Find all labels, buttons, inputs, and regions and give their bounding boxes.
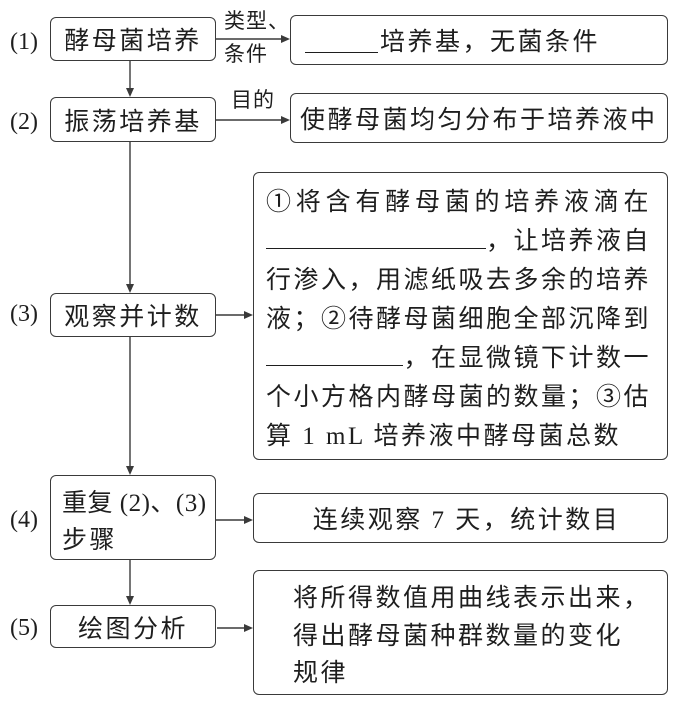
arrowhead-down (126, 596, 134, 605)
step-box-5: 绘图分析 (50, 605, 216, 648)
result-line: ①将含有酵母菌的培养液滴在 (266, 189, 651, 216)
step-label: 振荡培养基 (64, 108, 202, 136)
result-box-2: 使酵母菌均匀分布于培养液中 (290, 93, 668, 143)
arrow-step4-to-step5 (126, 560, 134, 605)
arrowhead-down (126, 284, 134, 293)
step-box-1: 酵母菌培养 (50, 17, 216, 61)
fill-in-blank (266, 223, 486, 249)
step-box-2: 振荡培养基 (50, 97, 216, 142)
arrowhead-right (244, 311, 253, 319)
step-number-4: (4) (10, 507, 38, 533)
arrow-step5-to-result5 (217, 624, 253, 632)
connector-label-type: 类型、 (224, 9, 290, 33)
arrow-step1-to-step2 (126, 61, 134, 97)
arrowhead-right (281, 35, 290, 43)
result-line: 得出酵母菌种群数量的变化 (293, 622, 624, 650)
result-line: ，在显微镜下计数一 (266, 339, 651, 378)
step-label-line: 步骤 (62, 527, 118, 554)
step-number-2: (2) (10, 109, 38, 135)
result-text: 使酵母菌均匀分布于培养液中 (300, 107, 658, 134)
result-line-text: ，让培养液自 (485, 228, 651, 255)
arrowhead-right (244, 516, 253, 524)
arrowhead-right (244, 624, 253, 632)
step-number-5: (5) (10, 615, 38, 641)
fill-in-blank (305, 27, 378, 53)
arrow-step3-to-step4 (126, 337, 134, 475)
result-box-1: 培养基，无菌条件 (290, 15, 668, 65)
arrow-step2-to-result2 (216, 116, 290, 124)
arrowhead-down (126, 88, 134, 97)
result-text: 连续观察 7 天，统计数目 (312, 507, 621, 534)
result-box-4: 连续观察 7 天，统计数目 (253, 493, 668, 543)
result-line: 规律 (293, 660, 349, 687)
arrow-step4-to-result4 (216, 516, 253, 524)
arrowhead-right (281, 116, 290, 124)
connector-label-condition: 条件 (224, 42, 268, 66)
fill-in-blank (266, 340, 404, 366)
result-line: 行渗入，用滤纸吸去多余的培养 (266, 267, 652, 294)
step-number-1: (1) (10, 29, 38, 55)
result-line: 将所得数值用曲线表示出来， (293, 585, 651, 612)
arrowhead-down (126, 466, 134, 475)
step-number-3: (3) (10, 301, 38, 327)
connector-label-purpose: 目的 (231, 88, 275, 112)
result-line: 液；②待酵母菌细胞全部沉降到 (266, 306, 652, 333)
result-box-3: ①将含有酵母菌的培养液滴在 ，让培养液自 行渗入，用滤纸吸去多余的培养 液；②待… (253, 172, 668, 460)
step-label: 酵母菌培养 (64, 28, 202, 55)
step-box-4: 重复 (2)、(3) 步骤 (50, 475, 216, 560)
arrow-step1-to-result1 (216, 35, 290, 43)
step-label: 观察并计数 (64, 304, 202, 331)
step-label: 绘图分析 (77, 615, 188, 643)
result-line-text: ，在显微镜下计数一 (403, 345, 651, 372)
result-line: ，让培养液自 (266, 222, 651, 261)
result-box-5: 将所得数值用曲线表示出来， 得出酵母菌种群数量的变化 规律 (253, 570, 668, 695)
step-box-3: 观察并计数 (50, 293, 216, 337)
arrow-step3-to-result3 (216, 311, 253, 319)
result-text: 培养基，无菌条件 (380, 29, 601, 56)
step-label-line: 重复 (2)、(3) (62, 490, 207, 517)
arrow-step2-to-step3 (126, 142, 134, 293)
result-line: 个小方格内酵母菌的数量；③估 (266, 384, 652, 411)
result-line: 算 1 mL 培养液中酵母菌总数 (266, 423, 622, 450)
